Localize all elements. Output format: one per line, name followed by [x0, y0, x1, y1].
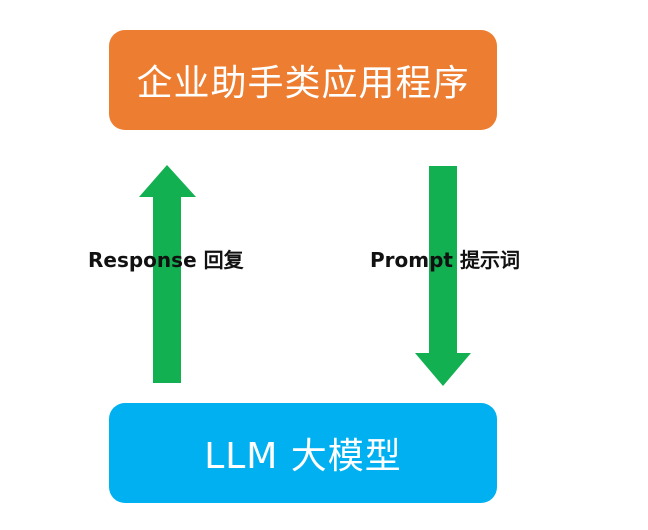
app-node-label: 企业助手类应用程序 [136, 63, 470, 104]
llm-node-label: LLM 大模型 [204, 436, 402, 477]
response-arrow-up-icon [139, 165, 196, 383]
prompt-label: Prompt 提示词 [370, 248, 520, 272]
response-label: Response 回复 [88, 248, 244, 272]
llm-node: LLM 大模型 [109, 403, 497, 503]
app-node: 企业助手类应用程序 [109, 30, 497, 130]
prompt-arrow-down-icon [415, 166, 471, 386]
